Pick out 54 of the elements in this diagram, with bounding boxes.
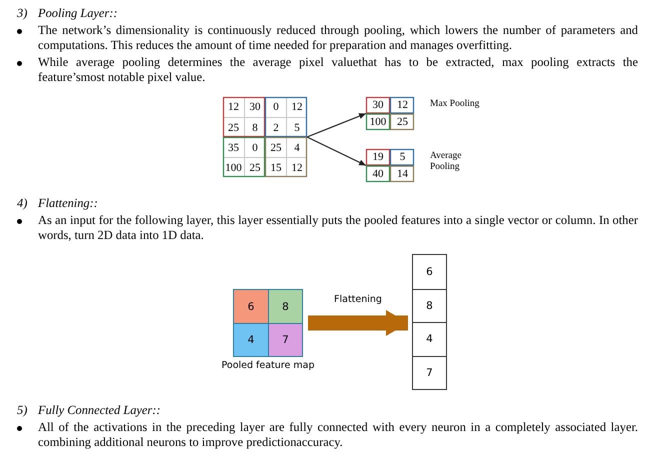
arrow: [306, 136, 366, 166]
matrix-value: 8: [268, 290, 302, 323]
section-number: 4): [17, 196, 28, 211]
matrix-value: 4: [234, 323, 268, 356]
vector-column: [413, 255, 446, 389]
bullet-text: As an input for the following layer, this layer essentially puts the pooled features into a single vector or column. In other words, turn 2D data into 1D data.: [38, 213, 638, 243]
grid-caption: Pooled feature map: [220, 359, 316, 373]
matrix-value: 5: [390, 149, 414, 166]
matrix-value: 12: [390, 97, 414, 114]
grid-caption: Average Pooling: [430, 151, 462, 173]
matrix-grid: [223, 97, 307, 177]
bullet-text: All of the activations in the preceding layer are fully connected with every neuron in a completely associated layer. combining additional neurons to improve predictionaccuracy.: [38, 420, 638, 450]
matrix-value: 6: [234, 290, 268, 323]
matrix-value: 0: [265, 97, 286, 117]
matrix-value: 8: [244, 117, 265, 137]
matrix-value: 4: [413, 322, 446, 356]
matrix-value: 25: [390, 114, 414, 130]
matrix-grid: [366, 97, 414, 130]
matrix-value: 0: [244, 137, 265, 157]
section-number: 5): [17, 403, 28, 418]
matrix-value: 100: [223, 157, 244, 177]
matrix-value: 12: [286, 97, 307, 117]
matrix-value: 40: [366, 166, 390, 182]
matrix-value: 6: [425, 264, 434, 280]
matrix-value: 12: [227, 100, 240, 115]
section-heading: Fully Connected Layer::: [38, 403, 162, 418]
matrix-value: 19: [372, 150, 384, 166]
feature-map-grid: [234, 290, 302, 356]
bullet-text: While average pooling determines the average pixel valuethat has to be extracted, max pooling extracts the feature’smost notable pixel value.: [38, 55, 638, 85]
matrix-value: 5: [286, 117, 307, 137]
matrix-value: 4: [286, 137, 307, 157]
section-heading: Flattening::: [38, 196, 99, 211]
matrix-value: 25: [244, 157, 265, 177]
section-heading: Pooling Layer::: [38, 6, 118, 21]
matrix-value: 30: [372, 98, 384, 114]
grid-caption: Max Pooling: [430, 99, 480, 110]
matrix-value: 30: [244, 97, 265, 117]
edge-label: Flattening: [333, 293, 383, 307]
matrix-value: 7: [268, 323, 302, 356]
matrix-value: 100: [366, 114, 390, 130]
arrow: [306, 112, 366, 138]
matrix-value: 25: [265, 137, 286, 157]
matrix-value: 2: [265, 117, 286, 137]
matrix-value: 25: [223, 117, 244, 137]
matrix-value: 12: [286, 157, 307, 177]
matrix-value: 7: [413, 356, 446, 389]
matrix-grid: [366, 149, 414, 182]
matrix-value: 35: [223, 137, 244, 157]
bullet-text: The network’s dimensionality is continuously reduced through pooling, which lowers the number of parameters and computations. This reduces the amount of time needed for preparation and manages overfitting.: [38, 23, 638, 53]
matrix-value: 8: [413, 288, 446, 322]
matrix-value: 14: [390, 166, 414, 182]
section-number: 3): [17, 6, 28, 21]
flattening-arrow: [308, 310, 408, 336]
matrix-value: 15: [265, 157, 286, 177]
